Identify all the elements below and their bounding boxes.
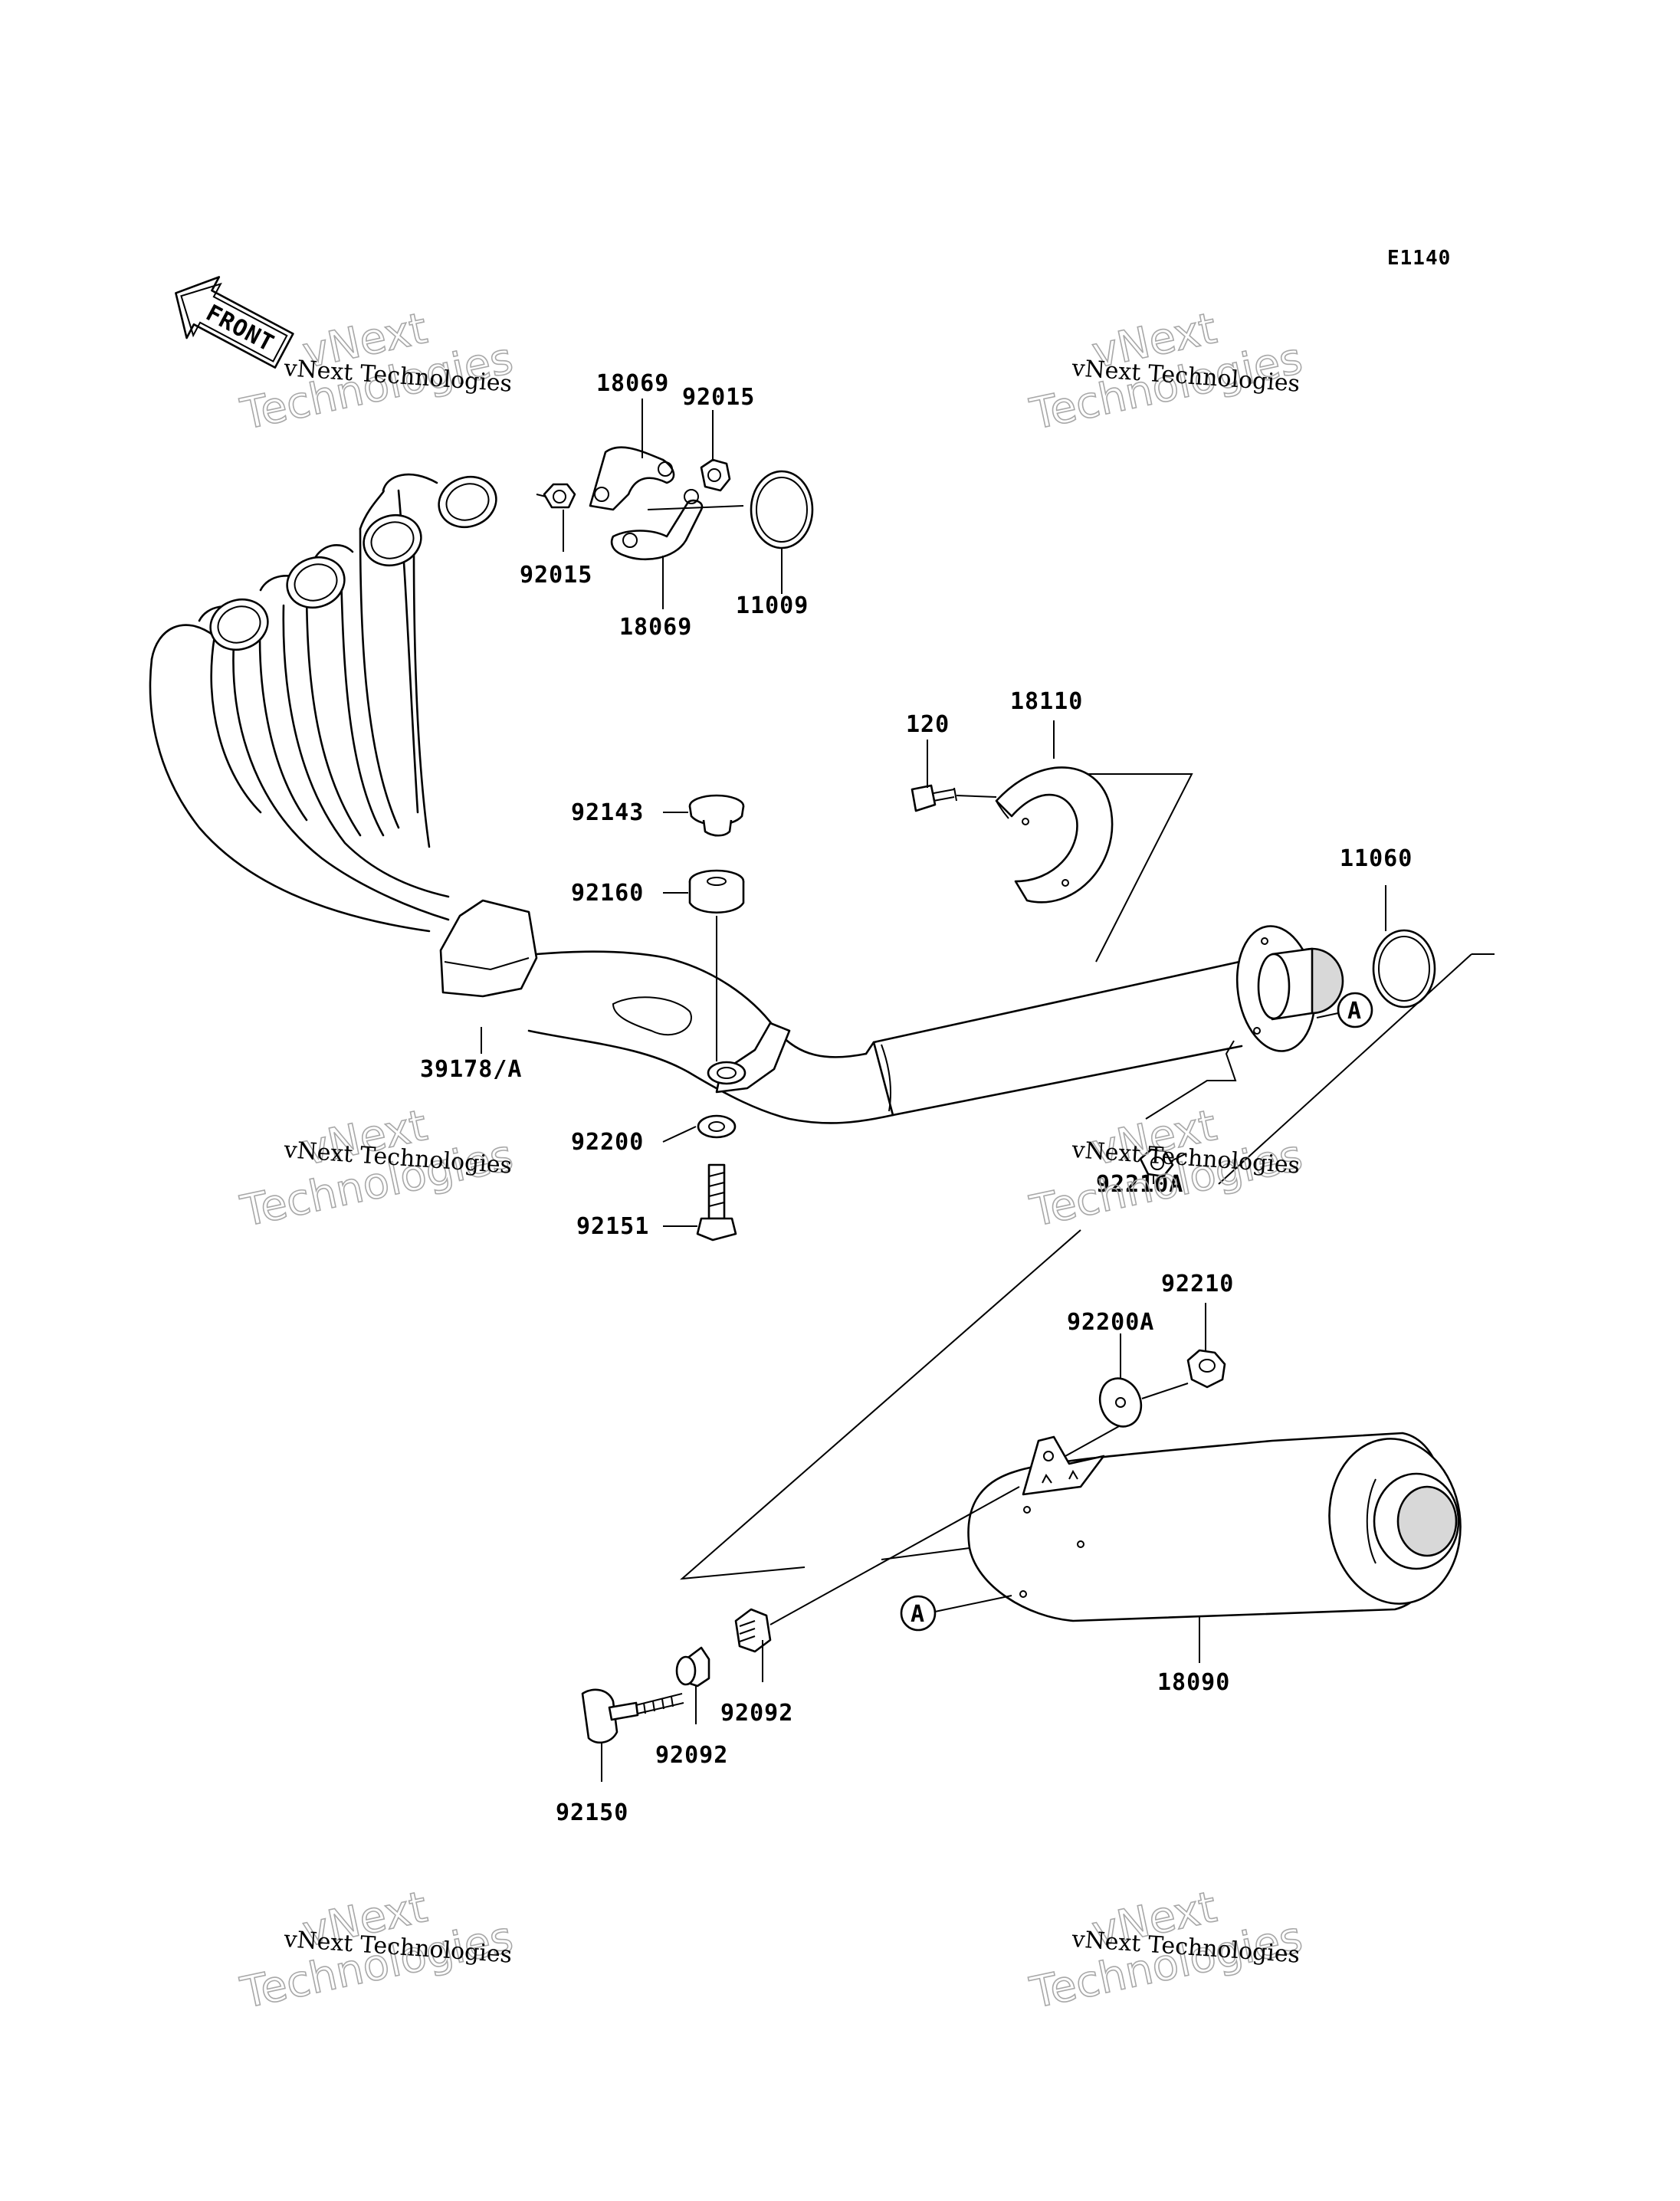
label-18069-bottom: 18069: [619, 614, 692, 641]
washer-92200A: [1098, 1377, 1143, 1428]
watermark-mid-right: vNext Technologies vNext Technologies: [1025, 1100, 1308, 1237]
label-92015-left: 92015: [520, 562, 592, 589]
diagram-code: E1140: [1387, 247, 1451, 270]
front-arrow-icon: FRONT: [175, 276, 294, 369]
clamp-18069-upper: [589, 446, 675, 511]
callout-A-muffler-label: A: [911, 1601, 925, 1628]
callout-A-muffler: A: [900, 1595, 1012, 1632]
nut-92210: [1186, 1349, 1226, 1389]
gasket-11009: [750, 470, 814, 549]
label-92015-top: 92015: [682, 384, 755, 411]
watermark-top-left: vNext Technologies vNext Technologies: [236, 303, 518, 440]
label-120: 120: [906, 711, 950, 738]
bolt-92151: [696, 1163, 737, 1242]
label-92151: 92151: [576, 1213, 649, 1240]
washer-92200: [697, 1114, 737, 1139]
label-92210A: 92210A: [1096, 1171, 1183, 1198]
nut-92015-left: [536, 483, 576, 509]
collar-92092-left: [675, 1646, 710, 1688]
bolt-92150: [581, 1688, 684, 1744]
collar-92143: [688, 794, 745, 837]
label-18110: 18110: [1010, 688, 1083, 715]
label-11009: 11009: [736, 592, 809, 619]
clamp-18069-lower: [610, 489, 704, 561]
grommet-92160: [688, 869, 745, 914]
callout-A-mid: A: [1316, 992, 1373, 1028]
heat-shield-18110: [995, 766, 1114, 904]
label-92143: 92143: [571, 799, 644, 826]
label-92200: 92200: [571, 1129, 644, 1156]
label-92210: 92210: [1161, 1271, 1234, 1297]
label-92150: 92150: [556, 1799, 628, 1826]
label-39178A: 39178/A: [420, 1056, 522, 1083]
gasket-11060: [1372, 929, 1436, 1009]
watermark-bottom-right: vNext Technologies vNext Technologies: [1025, 1881, 1308, 2019]
label-18090: 18090: [1157, 1669, 1230, 1696]
mid-pipe-flange: [1235, 925, 1344, 1052]
leader-lines: [481, 399, 1386, 1782]
label-92160: 92160: [571, 880, 644, 907]
nut-92210A: [1139, 1148, 1187, 1178]
label-92200A: 92200A: [1067, 1309, 1154, 1336]
bolt-120: [911, 784, 997, 812]
muffler-18090: [967, 1432, 1462, 1622]
part-labels: 18069 92015 92015 18069 11009 120 18110 …: [420, 370, 1413, 1826]
watermark-mid-left: vNext Technologies vNext Technologies: [236, 1100, 518, 1237]
watermark-bottom-left: vNext Technologies vNext Technologies: [236, 1881, 518, 2019]
watermark-top-right: vNext Technologies vNext Technologies: [1025, 303, 1308, 440]
label-18069-top: 18069: [596, 370, 669, 397]
callout-A-mid-label: A: [1347, 998, 1362, 1025]
label-92092-right: 92092: [720, 1700, 793, 1727]
collar-92092-right: [734, 1608, 772, 1653]
guide-lines: [680, 773, 1495, 1580]
exhaust-header-pipes: [149, 473, 1258, 1124]
label-92092-left: 92092: [655, 1742, 728, 1769]
nut-92015-top: [700, 458, 731, 492]
label-11060: 11060: [1340, 845, 1413, 872]
